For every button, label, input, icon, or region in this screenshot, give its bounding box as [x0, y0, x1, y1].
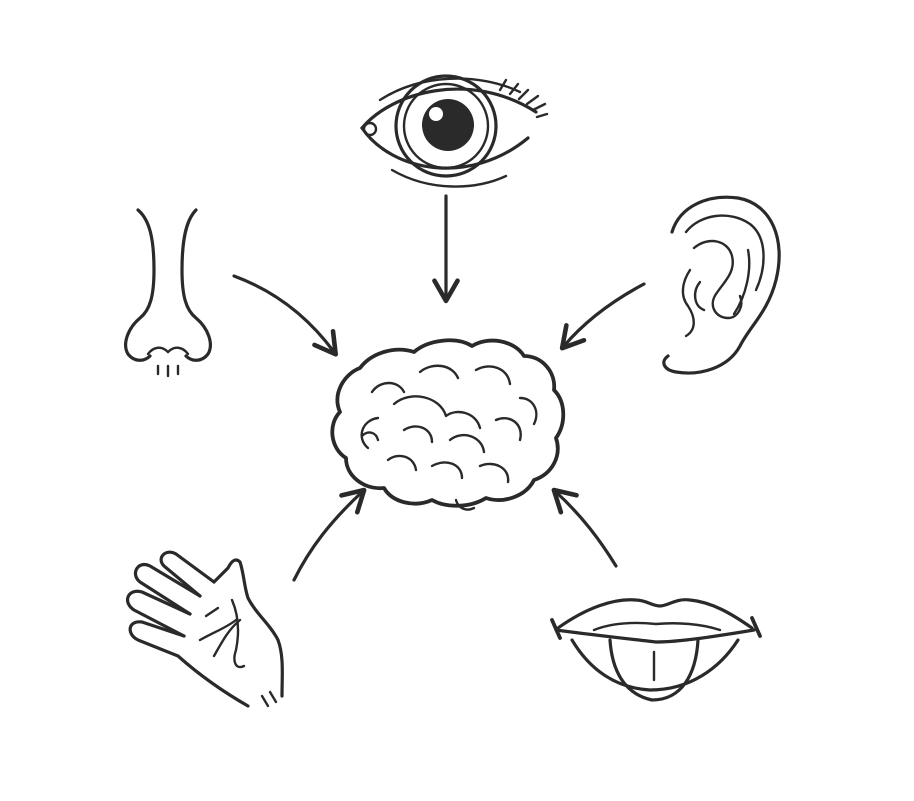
arrow-mouth-to-brain	[551, 487, 618, 568]
nose-icon	[124, 208, 212, 378]
hand-icon	[125, 550, 284, 708]
arrow-ear-to-brain	[559, 282, 646, 351]
ear-icon	[662, 195, 781, 375]
arrow-nose-to-brain	[232, 274, 339, 357]
arrow-hand-to-brain	[292, 487, 367, 582]
mouth-tongue-icon	[550, 598, 762, 702]
brain-icon	[330, 338, 566, 511]
arrows	[232, 194, 646, 582]
eye-icon	[360, 74, 549, 188]
